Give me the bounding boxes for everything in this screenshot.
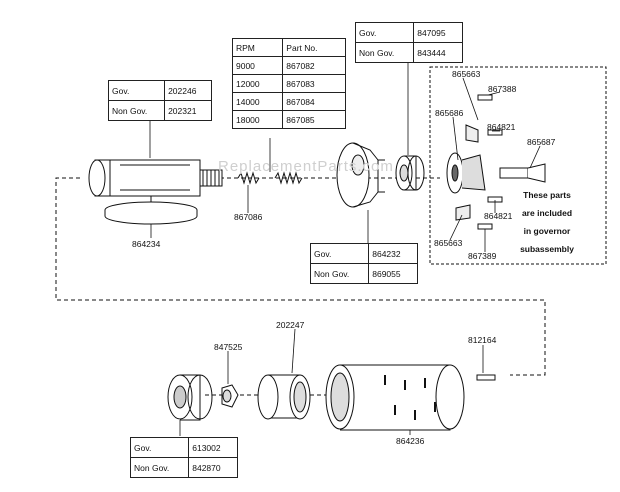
label-865686: 865686	[435, 108, 464, 118]
leader-lines	[149, 63, 541, 436]
table-202246: Gov.202246 Non Gov.202321	[107, 80, 212, 121]
label-865687: 865687	[527, 137, 556, 147]
table-row: Gov.202246	[107, 80, 212, 101]
label-864821-bottom: 864821	[484, 211, 513, 221]
label-865663-top: 865663	[452, 69, 481, 79]
springs	[237, 171, 303, 185]
cylinder	[325, 364, 465, 431]
table-864232: Gov.864232 Non Gov.869055	[309, 243, 418, 284]
table-row: Gov.864232	[309, 243, 418, 264]
governor-housing	[336, 142, 385, 208]
label-865663-bottom: 865663	[434, 238, 463, 248]
label-847525: 847525	[214, 342, 243, 352]
label-867389: 867389	[468, 251, 497, 261]
pin	[476, 374, 496, 381]
governor-subassembly-box	[429, 66, 607, 265]
table-613002: Gov.613002 Non Gov.842870	[129, 437, 238, 478]
governor-parts	[446, 94, 546, 230]
table-row: Non Gov.202321	[107, 100, 212, 121]
assembly-path-upper	[55, 177, 546, 376]
label-812164: 812164	[468, 335, 497, 345]
bearing-upper	[395, 155, 425, 191]
label-864821-top: 864821	[487, 122, 516, 132]
watermark: ReplacementParts.com	[218, 158, 394, 175]
table-row: Non Gov.843444	[354, 42, 463, 63]
label-867086: 867086	[234, 212, 263, 222]
governor-note: These parts are included in governor sub…	[520, 190, 574, 254]
sleeve	[257, 374, 311, 420]
label-864236: 864236	[396, 436, 425, 446]
label-867388: 867388	[488, 84, 517, 94]
table-row: Non Gov.842870	[129, 457, 238, 478]
table-row: Gov.613002	[129, 437, 238, 458]
rotor-shaft	[88, 159, 223, 225]
table-row: Non Gov.869055	[309, 263, 418, 284]
table-847095: Gov.847095 Non Gov.843444	[354, 22, 463, 63]
bearing-lower	[167, 374, 213, 421]
label-202247: 202247	[276, 320, 305, 330]
table-row: Gov.847095	[354, 22, 463, 43]
nut	[221, 384, 239, 408]
label-864234: 864234	[132, 239, 161, 249]
